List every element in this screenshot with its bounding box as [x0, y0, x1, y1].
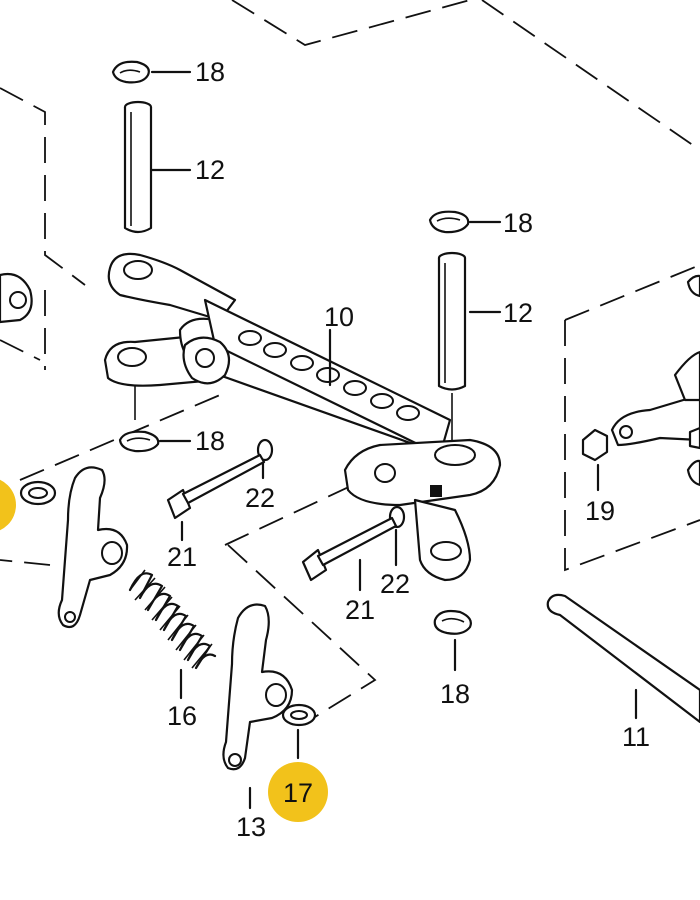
part-18-circlip-top: [111, 60, 192, 84]
callout-13: 13: [236, 812, 266, 842]
part-21-bolt-lower: [301, 516, 398, 592]
right-arm-partial: [610, 274, 700, 487]
callout-21-lower: 21: [345, 595, 375, 625]
part-12-pin-right: [437, 251, 502, 440]
part-10-frame: [103, 252, 502, 582]
part-12-pin-left: [123, 100, 192, 234]
part-18-circlip-right-top: [428, 210, 502, 234]
callout-17-highlighted: 17: [283, 778, 313, 808]
callout-22-upper: 22: [245, 483, 275, 513]
callout-18-lower-left: 18: [195, 426, 225, 456]
callout-21-upper: 21: [167, 542, 197, 572]
callout-18-right-top: 18: [503, 208, 533, 238]
part-18-circlip-lower-left: [118, 385, 192, 453]
part-22-washer-lower: [388, 505, 406, 567]
part-17-washer: [281, 703, 317, 760]
part-16-spring: [128, 569, 217, 700]
highlight-marker-left: [0, 479, 16, 531]
left-bracket-partial: [0, 272, 33, 324]
callout-12-left: 12: [195, 155, 225, 185]
callout-22-lower: 22: [380, 569, 410, 599]
assembly-guide-lines: [0, 0, 700, 721]
highlight-marker-17: [268, 762, 328, 822]
part-18-circlip-bottom: [433, 609, 472, 672]
rocker-arm-left: [19, 466, 129, 629]
callout-10: 10: [324, 302, 354, 332]
part-19-nut: [581, 428, 609, 492]
callout-labels: 18 12 18 12 10 18 22 21 22 21 19 18 16 1…: [167, 57, 650, 842]
part-21-bolt-upper: [166, 453, 266, 542]
part-11-shaft: [546, 593, 700, 724]
callout-19: 19: [585, 496, 615, 526]
callout-18-bottom: 18: [440, 679, 470, 709]
callout-12-right: 12: [503, 298, 533, 328]
callout-18-top: 18: [195, 57, 225, 87]
callout-16: 16: [167, 701, 197, 731]
part-22-washer-upper: [256, 438, 274, 480]
callout-11: 11: [622, 722, 650, 752]
